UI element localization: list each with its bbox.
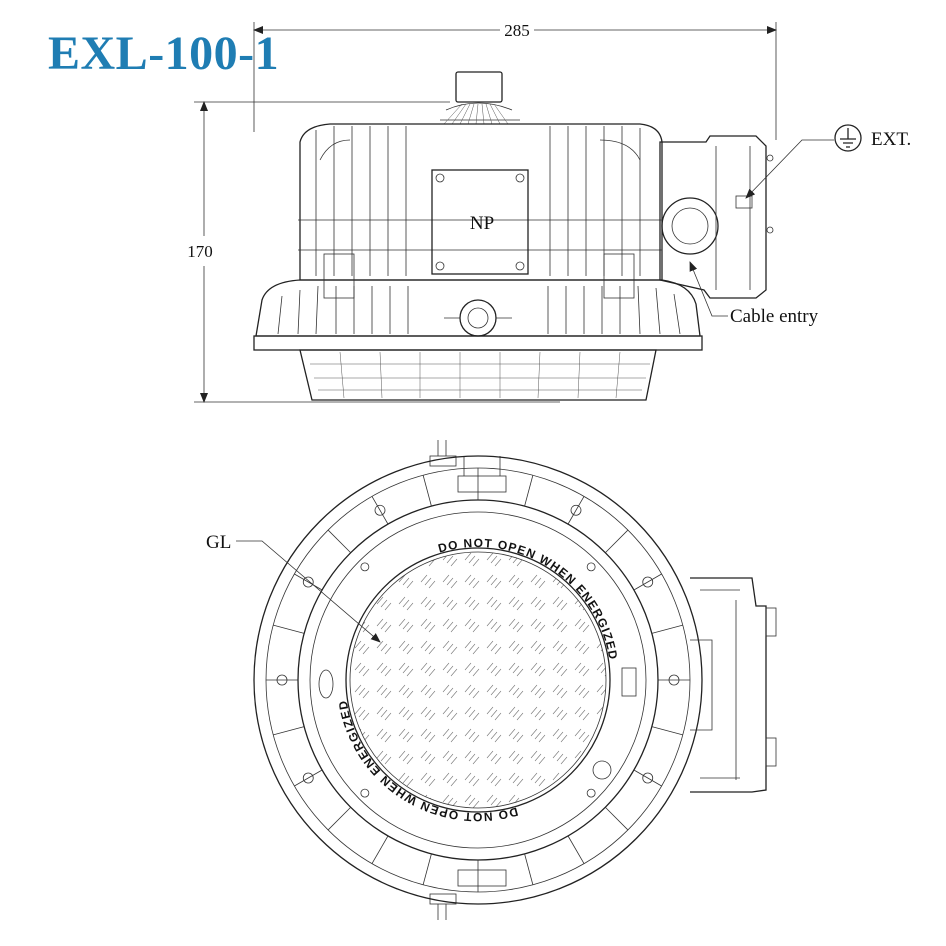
ring-rib: [604, 806, 629, 831]
cover-screw: [586, 788, 596, 798]
ring-rib: [422, 853, 432, 885]
ring-rib: [371, 496, 389, 525]
ring-rib: [273, 726, 305, 736]
ring-rib: [294, 769, 323, 787]
ring-rib: [633, 573, 662, 591]
ring-rib: [567, 496, 585, 525]
ring-rib: [327, 529, 352, 554]
ground-icon: [834, 124, 862, 152]
ring-bolt: [642, 772, 654, 784]
ring-rib: [567, 835, 585, 864]
ring-bolt: [642, 576, 654, 588]
ring-rib: [294, 573, 323, 591]
earth-annotation: EXT.: [745, 124, 911, 199]
ring-rib: [651, 624, 683, 634]
height-value: 170: [187, 242, 213, 261]
ring-bolt: [302, 576, 314, 588]
model-title: EXL-100-1: [48, 27, 280, 80]
cable-entry-label: Cable entry: [730, 306, 819, 327]
cable-entry-annotation: Cable entry: [689, 261, 819, 327]
ring-bolt: [374, 504, 386, 516]
ring-rib: [604, 529, 629, 554]
ring-bolt: [570, 504, 582, 516]
ring-rib: [371, 835, 389, 864]
ring-bolt: [276, 674, 288, 686]
ring-bolt: [302, 772, 314, 784]
ring-rib: [524, 853, 534, 885]
side-view: NP: [253, 71, 774, 401]
height-dimension: 170: [187, 101, 560, 403]
earth-label: EXT.: [871, 129, 911, 150]
cover-screw: [360, 562, 370, 572]
ring-rib: [422, 475, 432, 507]
glass-label: GL: [206, 532, 231, 553]
ring-rib: [273, 624, 305, 634]
top-view: [253, 440, 777, 920]
ring-bolt: [668, 674, 680, 686]
glass-annotation: GL: [206, 532, 381, 643]
cover-screw: [360, 788, 370, 798]
width-value: 285: [504, 21, 530, 40]
nameplate-label: NP: [470, 213, 494, 234]
ring-rib: [327, 806, 352, 831]
ring-rib: [633, 769, 662, 787]
width-dimension: 285: [253, 21, 777, 140]
ring-rib: [524, 475, 534, 507]
ring-rib: [651, 726, 683, 736]
cover-screw: [586, 562, 596, 572]
